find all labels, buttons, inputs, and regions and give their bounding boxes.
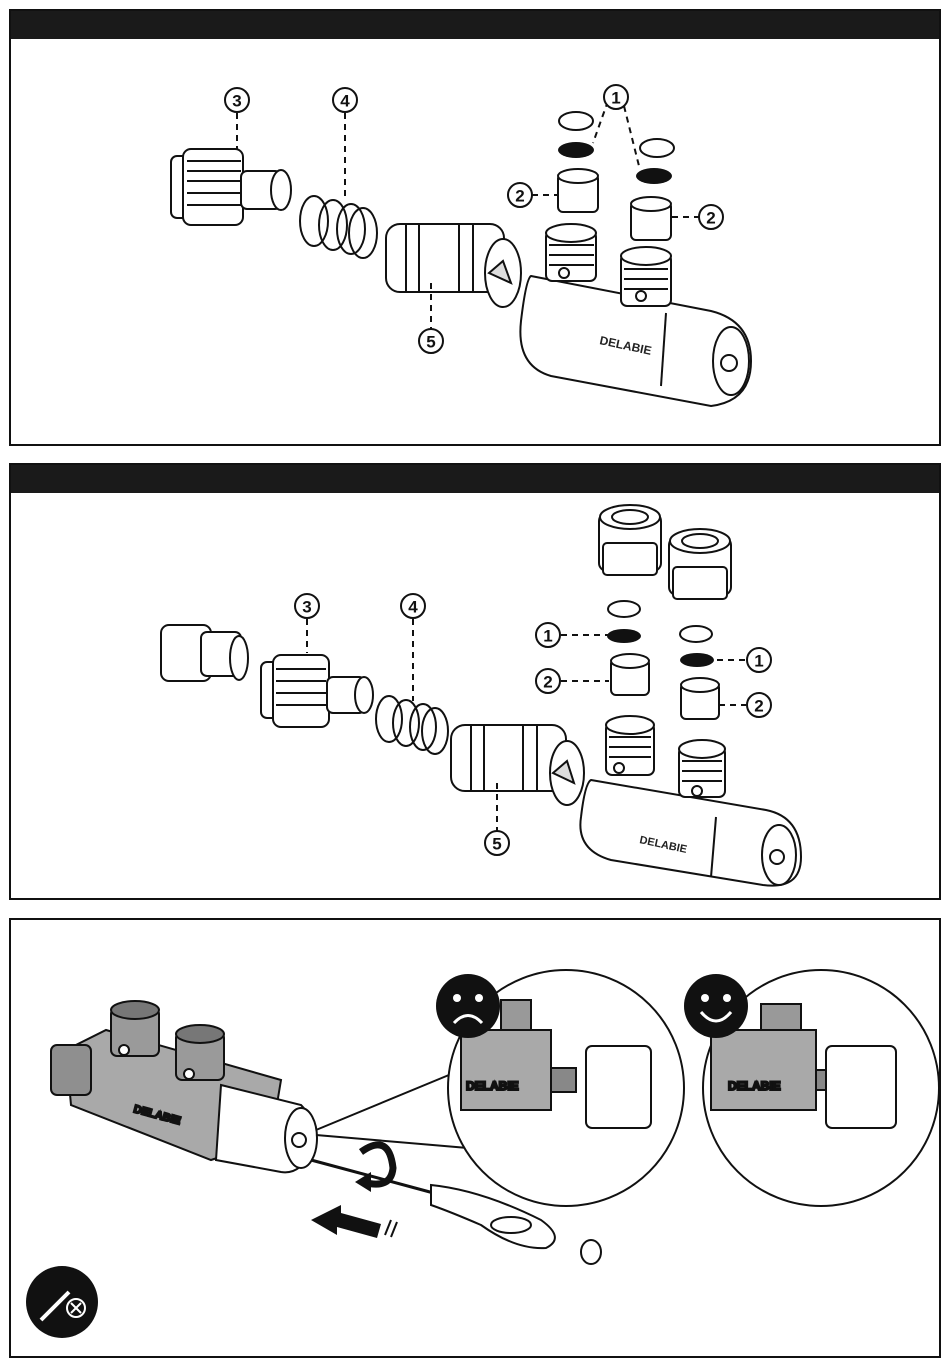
callout-3: 3 — [225, 88, 249, 112]
callout-4: 4 — [333, 88, 357, 112]
svg-text:2: 2 — [754, 697, 763, 716]
svg-text:1: 1 — [543, 627, 552, 646]
svg-text:2: 2 — [706, 209, 715, 228]
o-ring-part — [300, 196, 377, 258]
svg-text:5: 5 — [426, 333, 435, 352]
valve-body — [51, 1001, 317, 1172]
adjustment-diagram: DELABIE DELABIE DELABIE — [11, 920, 939, 1356]
compression-fitting-part — [161, 625, 248, 681]
no-screwdriver-icon — [26, 1266, 98, 1338]
union-nut-part — [171, 149, 291, 225]
push-arrow-icon — [311, 1205, 381, 1238]
callout-2: 2 — [508, 183, 532, 207]
panel-exploded-view-2: DELABIE 1 1 2 2 3 4 5 — [9, 463, 941, 900]
svg-text:1: 1 — [611, 89, 620, 108]
brand-label: DELABIE — [728, 1079, 781, 1093]
callout-1: 1 — [747, 648, 771, 672]
panel-exploded-view-1: DELABIE 1 2 2 3 4 5 — [9, 9, 941, 446]
valve-body — [520, 224, 751, 406]
svg-text:5: 5 — [492, 835, 501, 854]
callout-3: 3 — [295, 594, 319, 618]
cap-part — [581, 1240, 601, 1264]
svg-text:3: 3 — [232, 92, 241, 111]
callout-5: 5 — [419, 329, 443, 353]
washer-part — [558, 142, 594, 158]
callout-2: 2 — [699, 205, 723, 229]
cartridge-part — [386, 224, 521, 307]
panel-adjustment-instructions: DELABIE DELABIE DELABIE — [9, 918, 941, 1358]
exploded-diagram-1: DELABIE 1 2 2 3 4 5 — [11, 11, 939, 444]
svg-text:1: 1 — [754, 652, 763, 671]
callout-1: 1 — [536, 623, 560, 647]
svg-text:2: 2 — [543, 673, 552, 692]
washer-part — [636, 168, 672, 184]
valve-body — [580, 716, 801, 886]
sad-face-icon — [436, 974, 500, 1038]
callout-2: 2 — [747, 693, 771, 717]
svg-text:4: 4 — [408, 598, 418, 617]
cartridge-part — [451, 725, 584, 805]
exploded-diagram-2: DELABIE 1 1 2 2 3 4 5 — [11, 465, 939, 898]
callout-4: 4 — [401, 594, 425, 618]
callout-1: 1 — [604, 85, 628, 109]
zoom-line — [316, 1070, 461, 1130]
brand-label: DELABIE — [466, 1079, 519, 1093]
svg-text:3: 3 — [302, 598, 311, 617]
compression-nut-part — [599, 505, 731, 599]
washer-part — [607, 629, 641, 643]
o-ring-part — [376, 696, 448, 754]
callout-5: 5 — [485, 831, 509, 855]
happy-face-icon — [684, 974, 748, 1038]
svg-text:4: 4 — [340, 92, 350, 111]
callout-2: 2 — [536, 669, 560, 693]
washer-part — [680, 653, 714, 667]
union-nut-part — [261, 655, 373, 727]
svg-text:2: 2 — [515, 187, 524, 206]
